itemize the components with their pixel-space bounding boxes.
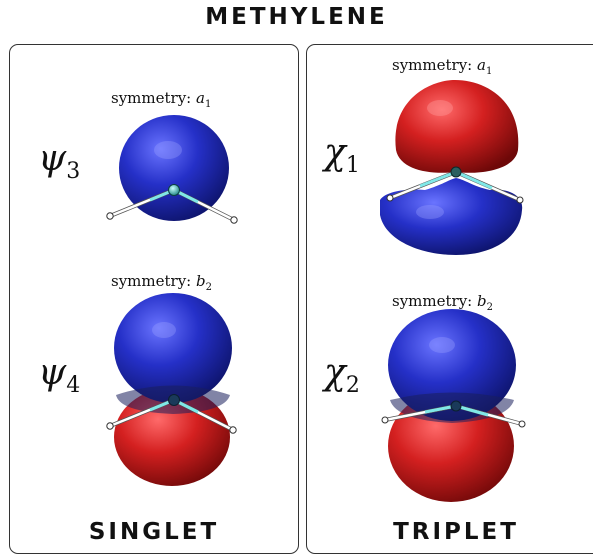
chi2-hydrogen-atom — [381, 416, 389, 424]
chi2-orbital — [381, 309, 526, 502]
chi1-molecule-bonds — [389, 170, 521, 202]
psi3-carbon-atom — [168, 184, 180, 196]
psi4-hydrogen-atom — [106, 422, 114, 430]
chi2-symmetry-label: symmetry: b2 — [392, 292, 493, 313]
chi1-symmetry-label: symmetry: a1 — [392, 56, 493, 77]
psi3-orbital — [106, 115, 238, 224]
psi4-carbon-atom — [168, 394, 180, 406]
chi2-hydrogen-atom — [518, 420, 526, 428]
psi3-negative-lobe — [119, 115, 229, 221]
figure-title: METHYLENE — [205, 4, 388, 30]
chi1-positive-lobe — [395, 80, 519, 173]
chi2-orbital-label: χ2 — [324, 352, 360, 399]
psi3-symmetry-label: symmetry: a1 — [111, 89, 212, 110]
chi1-orbital-label: χ1 — [324, 132, 360, 179]
chi1-hydrogen-atom — [386, 194, 394, 202]
psi4-orbital-label: ψ4 — [38, 352, 81, 399]
psi3-hydrogen-atom — [106, 212, 114, 220]
chi1-hydrogen-atom — [516, 196, 524, 204]
psi4-orbital — [106, 293, 237, 486]
psi4-symmetry-label: symmetry: b2 — [111, 272, 212, 293]
chi1-negative-lobe — [380, 178, 523, 255]
psi3-orbital-label: ψ3 — [38, 138, 81, 185]
chi2-carbon-atom — [450, 400, 462, 412]
chi1-carbon-atom — [450, 166, 462, 178]
psi4-negative-lobe — [114, 293, 232, 403]
singlet-label: SINGLET — [88, 519, 220, 545]
psi3-hydrogen-atom — [230, 216, 238, 224]
chi1-orbital — [380, 80, 524, 255]
triplet-label: TRIPLET — [393, 519, 519, 545]
singlet-panel: SINGLET — [9, 44, 299, 554]
psi4-hydrogen-atom — [229, 426, 237, 434]
chi2-negative-lobe — [388, 309, 516, 421]
